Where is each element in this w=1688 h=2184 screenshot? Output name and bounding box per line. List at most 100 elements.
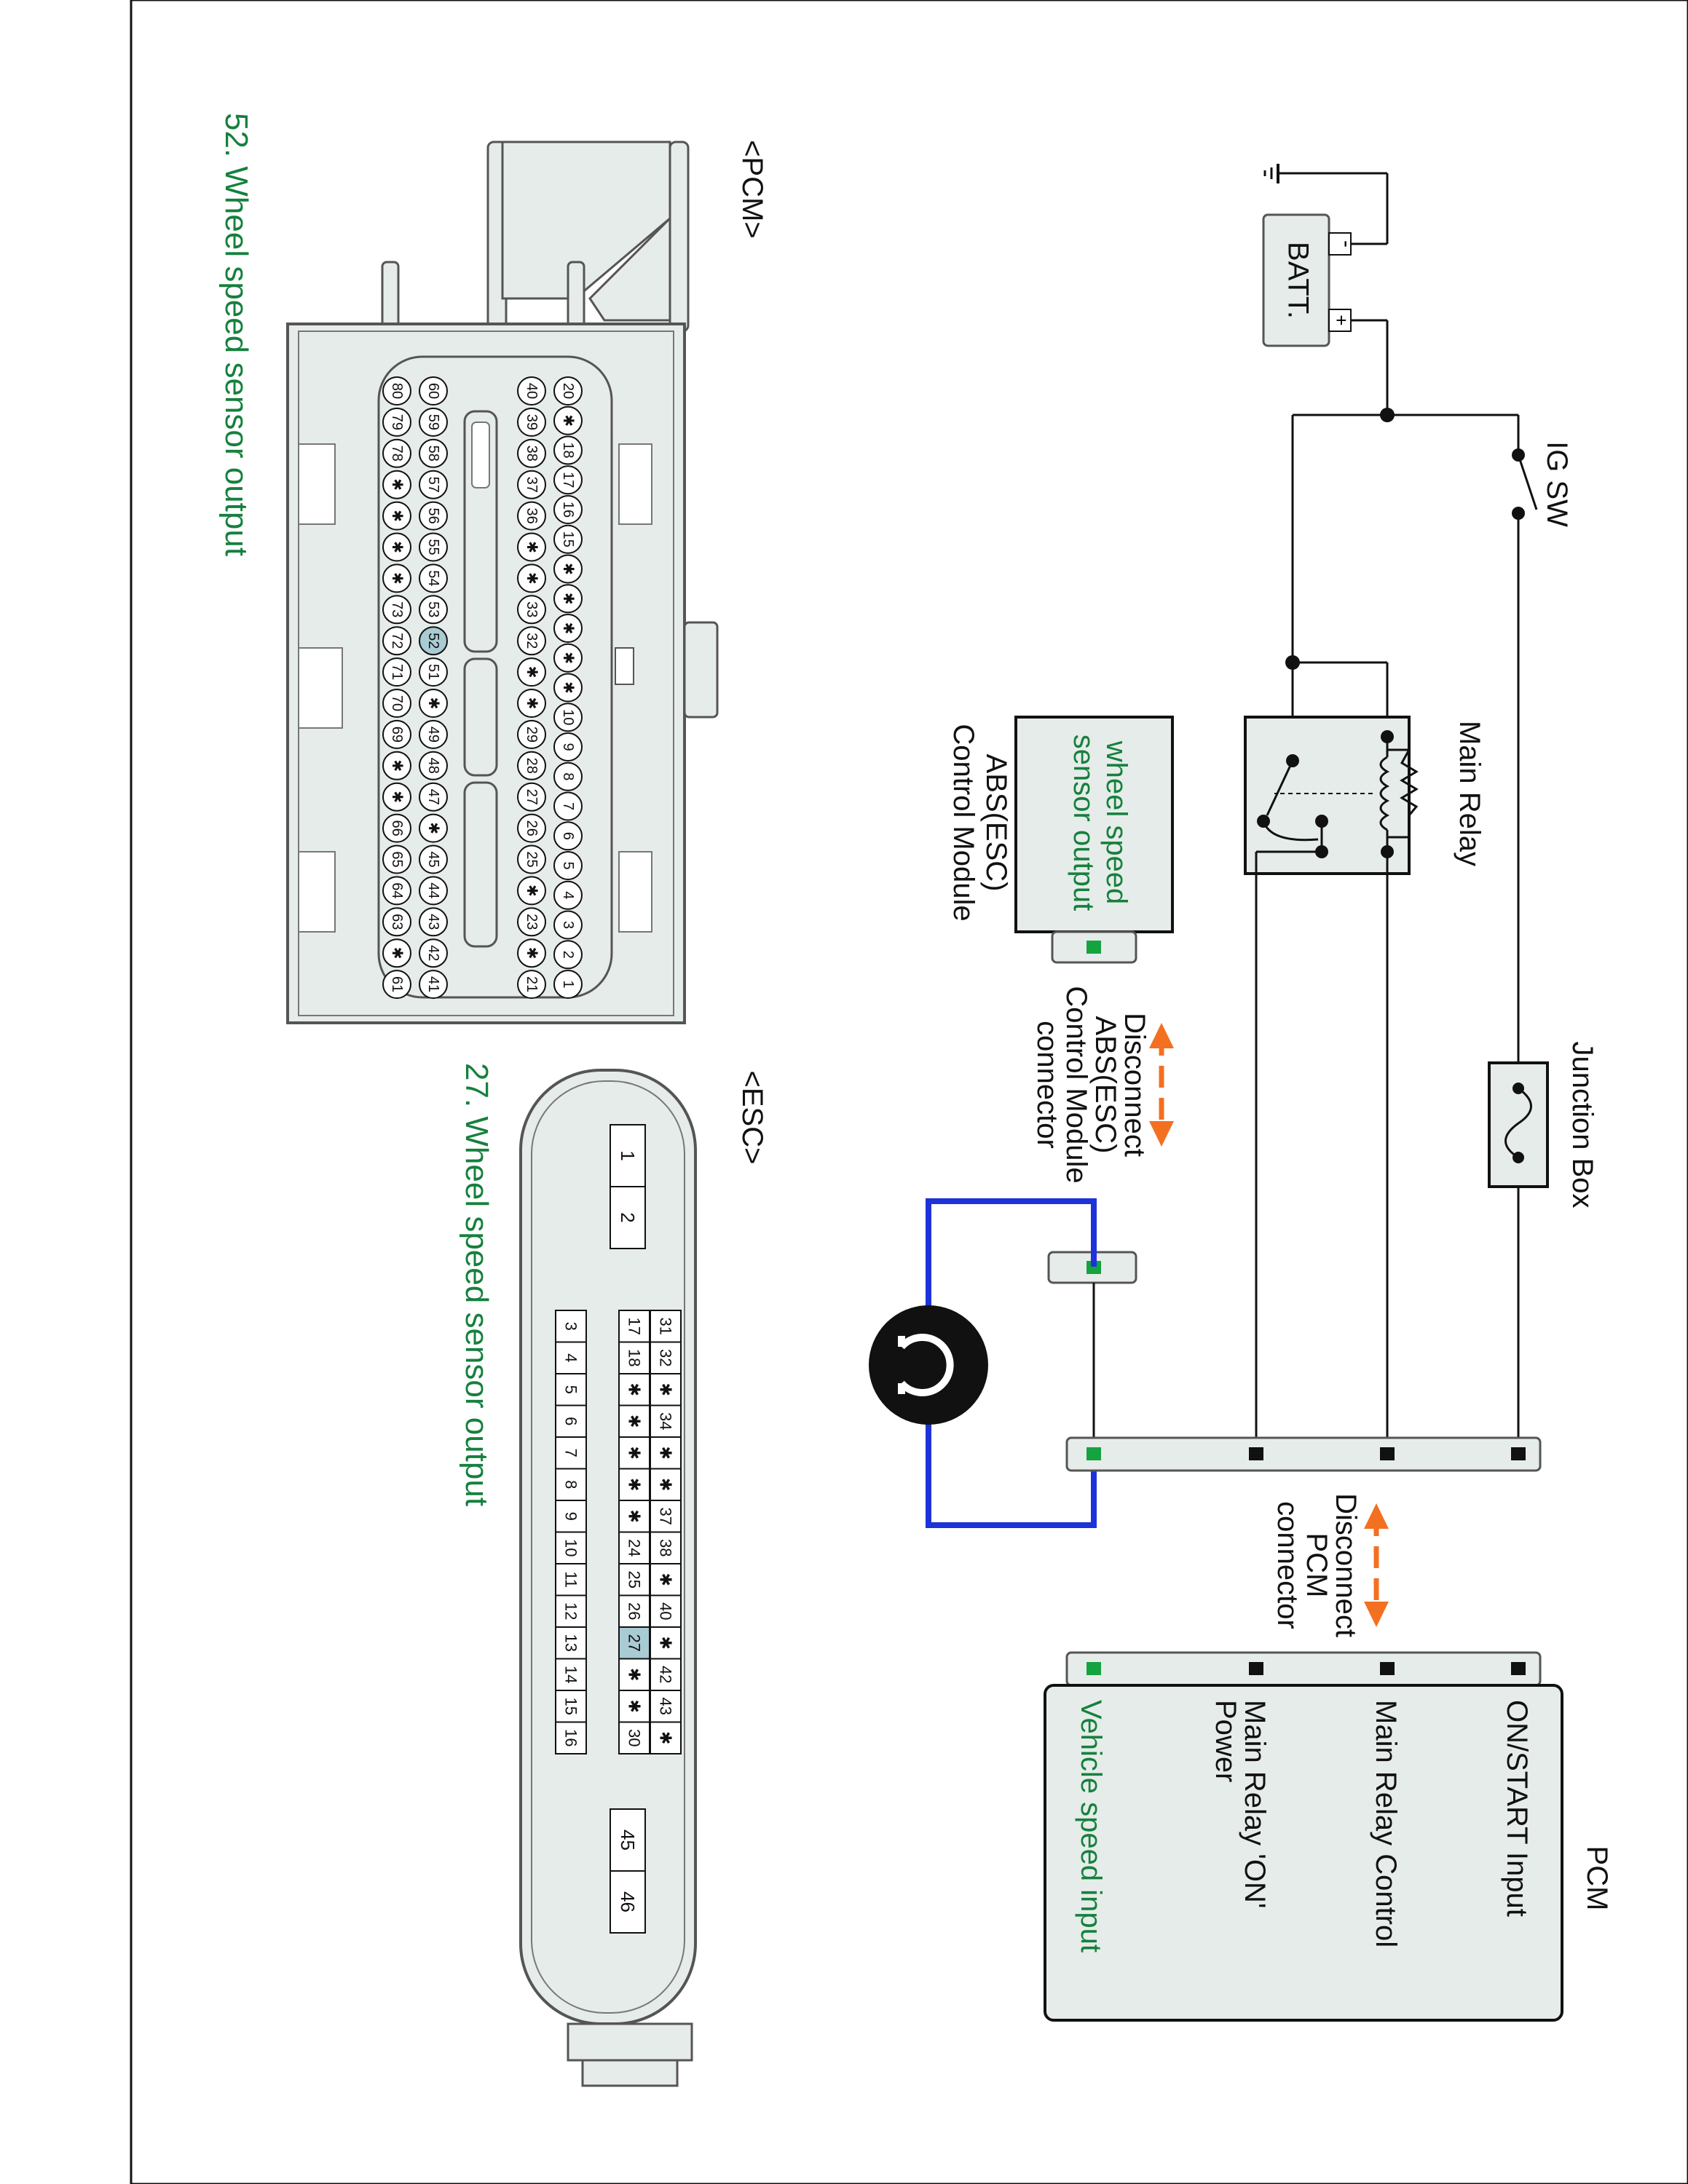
pcm-pin [382, 970, 411, 1000]
esc-pin-label: 14 [562, 1666, 580, 1683]
pcm-pin-label: 38 [524, 446, 540, 462]
pcm-pin [382, 407, 411, 437]
esc-pin [650, 1563, 682, 1597]
pcm-pin-label: 70 [389, 695, 405, 711]
pcm-pin-label: 15 [560, 531, 576, 547]
esc-pin [618, 1563, 650, 1597]
esc-pin-label: 32 [657, 1349, 675, 1366]
pcm-pin-label: 23 [524, 914, 540, 930]
pcm-pin [553, 821, 583, 851]
pcm-pin [382, 657, 411, 687]
pcm-pin [553, 435, 583, 465]
abs-disconnect-arrow [1149, 1023, 1174, 1147]
esc-pin [650, 1721, 682, 1754]
pcm-pin [517, 813, 546, 843]
pcm-pin-label: 39 [524, 414, 540, 430]
pcm-connector-view: 20✱18171615✱✱✱✱✱109876543214039383736✱✱3… [286, 141, 719, 1024]
pcm-pin [553, 732, 583, 761]
pcm-pin-label: ✱ [389, 478, 405, 491]
esc-pin [555, 1563, 587, 1597]
esc-pin-label: ✱ [626, 1447, 644, 1460]
pcm-pin-label: ✱ [524, 666, 540, 678]
battery: - + BATT. [1262, 164, 1389, 347]
pcm-pin-label: 9 [560, 743, 576, 751]
pcm-pin [553, 524, 583, 554]
pcm-pin-label: 80 [389, 383, 405, 399]
pcm-pin [382, 501, 411, 531]
pcm-pin-label: 58 [425, 446, 441, 462]
esc-pin [610, 1186, 646, 1249]
esc-connector-view: 123132✱34✱✱3738✱40✱4243✱1718✱✱✱✱✱2425262… [519, 1069, 697, 2087]
pcm-pin [419, 876, 448, 906]
pcm-pin-label: 20 [560, 383, 576, 399]
esc-pin-label: 24 [626, 1539, 644, 1556]
esc-pin-label: ✱ [626, 1383, 644, 1396]
pcm-pin-label: 16 [560, 502, 576, 518]
pcm-pin-label: 27 [524, 789, 540, 805]
pcm-pin [419, 970, 448, 1000]
pcm-pin-label: 57 [425, 477, 441, 493]
pcm-input-main-relay-control: Main Relay Control [1370, 1700, 1402, 1947]
esc-pin-label: 6 [562, 1417, 580, 1425]
pcm-pin [517, 501, 546, 531]
pcm-pin [517, 407, 546, 437]
esc-pin-label: 27 [626, 1634, 644, 1652]
pcm-pin [382, 563, 411, 593]
pcm-input-main-relay-on: Main Relay 'ON' [1239, 1700, 1271, 1908]
pcm-pin [382, 907, 411, 937]
pcm-pin-label: 28 [524, 758, 540, 774]
pcm-pin [517, 532, 546, 562]
pcm-pin-label: ✱ [560, 652, 576, 664]
esc-pin-label: ✱ [626, 1415, 644, 1428]
pcm-pin-label: 43 [425, 914, 441, 930]
battery-label: BATT. [1282, 242, 1314, 319]
pcm-pin [419, 407, 448, 437]
esc-pin-label: 30 [626, 1729, 644, 1746]
pcm-pin [517, 438, 546, 468]
esc-pin-label: 26 [626, 1602, 644, 1620]
main-relay: Main Relay [1244, 716, 1486, 875]
esc-pin [555, 1658, 587, 1691]
pcm-pin-label: 41 [425, 976, 441, 992]
esc-pin-label: ✱ [626, 1700, 644, 1713]
esc-pin-label: ✱ [657, 1383, 675, 1396]
esc-pin [555, 1690, 587, 1723]
esc-pin-label: 40 [657, 1602, 675, 1620]
ig-switch-label: IG SW [1541, 441, 1573, 527]
abs-disconnect-3: Control Module [1060, 986, 1092, 1183]
esc-pin-label: 43 [657, 1698, 675, 1715]
esc-pin-label: 9 [562, 1512, 580, 1521]
esc-pin-label: ✱ [626, 1510, 644, 1523]
pcm-pin [517, 563, 546, 593]
esc-pin-label: 10 [562, 1539, 580, 1556]
pcm-pin [382, 595, 411, 625]
pcm-pin-label: 71 [389, 664, 405, 680]
pcm-pin-label: ✱ [389, 510, 405, 522]
pcm-pin-label: 21 [524, 976, 540, 992]
pcm-pin [553, 880, 583, 910]
pcm-pin-label: ✱ [560, 681, 576, 694]
pcm-pin-label: 10 [560, 709, 576, 725]
pcm-pin-label: 25 [524, 851, 540, 867]
pcm-pin [382, 782, 411, 812]
pcm-pin-label: 7 [560, 802, 576, 810]
pcm-pin-label: 45 [425, 851, 441, 867]
pcm-pin [517, 970, 546, 1000]
junction-box-label: Junction Box [1566, 1041, 1598, 1208]
junction-box: Junction Box [1488, 1041, 1598, 1208]
esc-connector-tag: <ESC> [736, 1071, 768, 1165]
pcm-pin-label: 29 [524, 727, 540, 743]
pcm-input-vehicle-speed: Vehicle speed input [1075, 1700, 1107, 1952]
pcm-pin-label: ✱ [524, 697, 540, 710]
pcm-pin [419, 938, 448, 968]
pcm-pin [517, 751, 546, 780]
pcm-pin [419, 657, 448, 687]
pcm-pin [419, 782, 448, 812]
pcm-pin [419, 595, 448, 625]
esc-pin [610, 1808, 646, 1872]
esc-pin-label: ✱ [657, 1573, 675, 1586]
pcm-pin-label: ✱ [389, 947, 405, 960]
pcm-pin-label: 72 [389, 633, 405, 649]
pcm-pin [382, 719, 411, 749]
